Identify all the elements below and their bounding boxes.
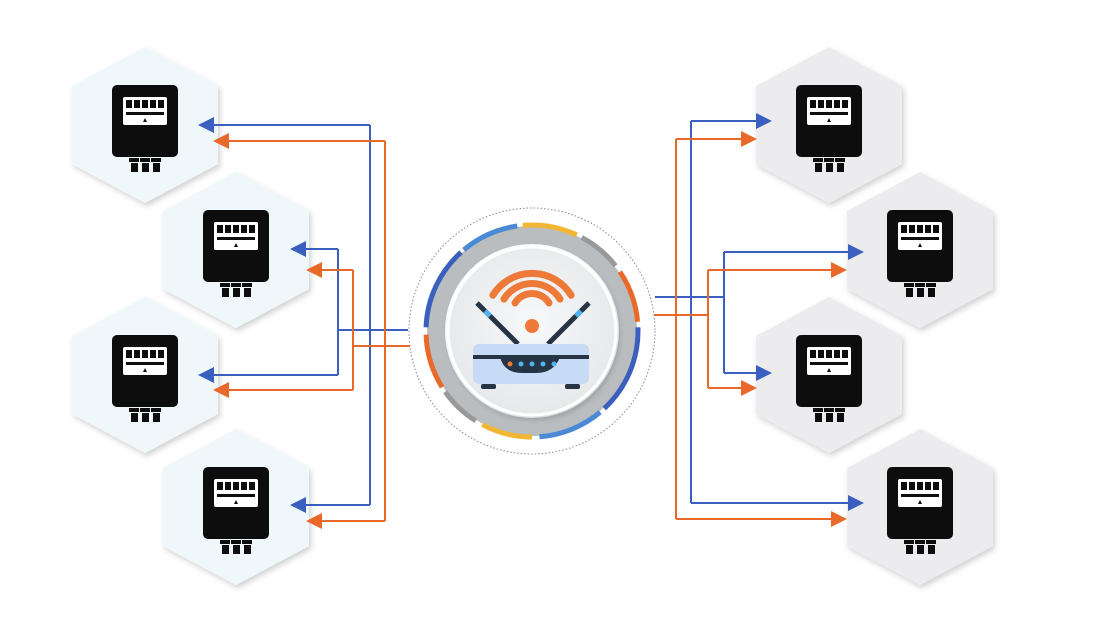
meter-5 <box>756 47 902 203</box>
electric-meter-icon <box>112 335 178 422</box>
hub-ring-arc <box>617 270 641 323</box>
hub-ring-arc <box>539 410 602 440</box>
hub-ring-arc <box>423 250 463 328</box>
electric-meter-icon <box>112 85 178 172</box>
hub-ring-arc <box>522 222 578 238</box>
meter-2 <box>163 172 309 328</box>
electric-meter-icon <box>887 210 953 297</box>
meter-8 <box>847 429 993 585</box>
electric-meter-icon <box>796 335 862 422</box>
electric-meter-icon <box>203 467 269 554</box>
hub-ring-arc <box>602 327 641 411</box>
electric-meter-icon <box>887 467 953 554</box>
meter-7 <box>756 297 902 453</box>
meter-4 <box>163 429 309 585</box>
wifi-router-icon <box>473 270 591 389</box>
electric-meter-icon <box>203 210 269 297</box>
hub-ring-arc <box>580 235 618 268</box>
meter-6 <box>847 172 993 328</box>
router-hub <box>408 207 656 455</box>
meter-1 <box>72 47 218 203</box>
hub-ring-arc <box>481 422 533 440</box>
hub-ring <box>427 226 637 436</box>
hub-ring-arc <box>423 334 445 389</box>
hub-ring-arc <box>462 223 518 252</box>
hub-ring-arc <box>443 390 478 424</box>
electric-meter-icon <box>796 85 862 172</box>
meter-3 <box>72 297 218 453</box>
